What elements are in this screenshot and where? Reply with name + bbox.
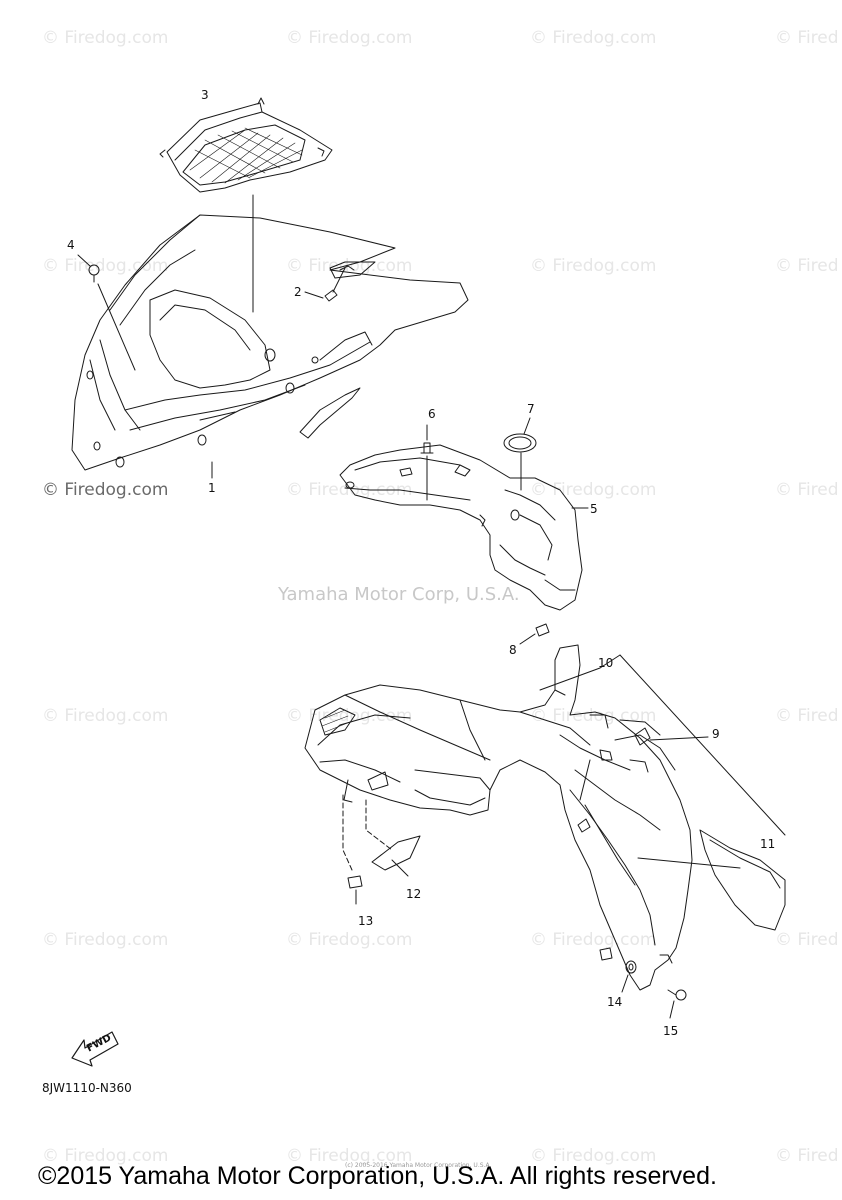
- callout-8: 8: [509, 643, 517, 657]
- callout-1: 1: [208, 481, 216, 495]
- watermark: © Firedog.com: [286, 930, 413, 950]
- part-14-nut: [600, 948, 636, 992]
- watermark: © Fired: [775, 28, 839, 48]
- watermark: © Fired: [775, 930, 839, 950]
- part-2-screw: [305, 268, 345, 301]
- center-watermark: Yamaha Motor Corp, U.S.A.: [278, 584, 520, 605]
- watermark: © Firedog.com: [42, 706, 169, 726]
- watermark: © Firedog.com: [530, 1146, 657, 1166]
- part-15-screw: [668, 990, 686, 1018]
- part-9-10-11-lower-panels: [305, 645, 785, 990]
- watermark: © Firedog.com: [42, 1146, 169, 1166]
- watermark: © Firedog.com: [42, 28, 169, 48]
- watermark: © Fired: [775, 480, 839, 500]
- watermark: © Firedog.com: [530, 480, 657, 500]
- leader-10a: [540, 668, 600, 690]
- part-5-inner-panel: [340, 445, 588, 610]
- callout-2: 2: [294, 285, 302, 299]
- callout-3: 3: [201, 88, 209, 102]
- watermark: © Firedog.com: [530, 706, 657, 726]
- callout-10: 10: [598, 656, 614, 670]
- watermark: © Firedog.com: [286, 256, 413, 276]
- watermark: © Fired: [775, 1146, 839, 1166]
- callout-6: 6: [428, 407, 436, 421]
- leader-9: [650, 737, 708, 740]
- part-3-grill: [160, 98, 332, 192]
- part-6-bolt: [421, 425, 433, 500]
- part-1-front-cowl: [72, 215, 468, 470]
- watermark: © Firedog.com: [286, 706, 413, 726]
- callout-7: 7: [527, 402, 535, 416]
- fwd-arrow-icon: [72, 1032, 118, 1066]
- watermark: © Firedog.com: [286, 1146, 413, 1166]
- tiny-copyright: (c) 2005-2016 Yamaha Motor Corporation, …: [345, 1162, 492, 1169]
- leader-11b: [620, 655, 785, 835]
- part-7-grommet: [504, 418, 536, 490]
- watermark: © Fired: [775, 256, 839, 276]
- watermark: © Fired: [775, 706, 839, 726]
- callout-4: 4: [67, 238, 75, 252]
- callout-5: 5: [590, 502, 598, 516]
- part-4-screw: [78, 255, 135, 370]
- watermark: © Firedog.com: [286, 480, 413, 500]
- watermark: © Firedog.com: [286, 28, 413, 48]
- callout-9: 9: [712, 727, 720, 741]
- watermark: © Firedog.com: [530, 256, 657, 276]
- watermark-dark: © Firedog.com: [42, 480, 169, 500]
- leader-11a: [638, 858, 740, 868]
- leader-13-dashed: [343, 795, 352, 870]
- callout-14: 14: [607, 995, 623, 1009]
- watermark: © Firedog.com: [530, 930, 657, 950]
- watermark: © Firedog.com: [42, 930, 169, 950]
- callout-13: 13: [358, 914, 374, 928]
- part-13-pad: [348, 876, 362, 904]
- callout-12: 12: [406, 887, 422, 901]
- copyright-footer: ©2015 Yamaha Motor Corporation, U.S.A. A…: [38, 1162, 717, 1190]
- diagram-code: 8JW1110-N360: [42, 1081, 132, 1095]
- part-8-clip: [520, 624, 549, 644]
- leader-10b: [600, 655, 620, 668]
- watermark: © Firedog.com: [530, 28, 657, 48]
- part-12-pad: [372, 836, 420, 876]
- leader-12-dashed: [366, 800, 392, 850]
- callout-11: 11: [760, 837, 776, 851]
- callout-15: 15: [663, 1024, 679, 1038]
